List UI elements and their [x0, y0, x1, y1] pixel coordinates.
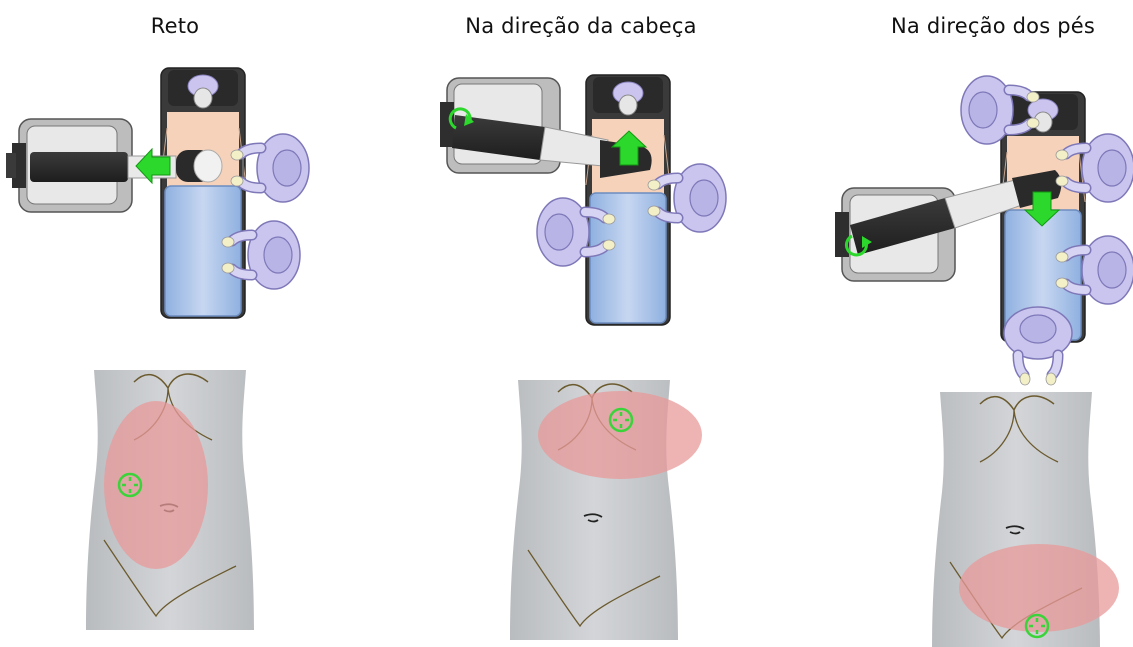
rotate-icon — [448, 107, 472, 130]
title-straight: Reto — [150, 14, 200, 38]
staff-bottom-feet — [1004, 307, 1072, 385]
title-toward-feet: Na direção dos pés — [890, 14, 1096, 38]
rotate-icon-feet — [844, 234, 868, 257]
scene-toward-feet — [835, 76, 1133, 385]
robot-arm-straight — [30, 149, 223, 183]
abdomen-toward-head — [509, 379, 702, 641]
target-zone-toward-head — [538, 391, 702, 479]
abdomen-toward-feet — [931, 391, 1119, 647]
target-zone-toward-feet — [959, 544, 1119, 632]
title-toward-head: Na direção da cabeça — [465, 14, 697, 38]
patient-table-head — [585, 74, 671, 326]
patient-table-straight — [160, 67, 246, 319]
scene-toward-head — [440, 74, 726, 326]
target-zone-straight — [104, 401, 208, 569]
scene-straight — [6, 67, 309, 319]
abdomen-straight — [85, 369, 255, 631]
